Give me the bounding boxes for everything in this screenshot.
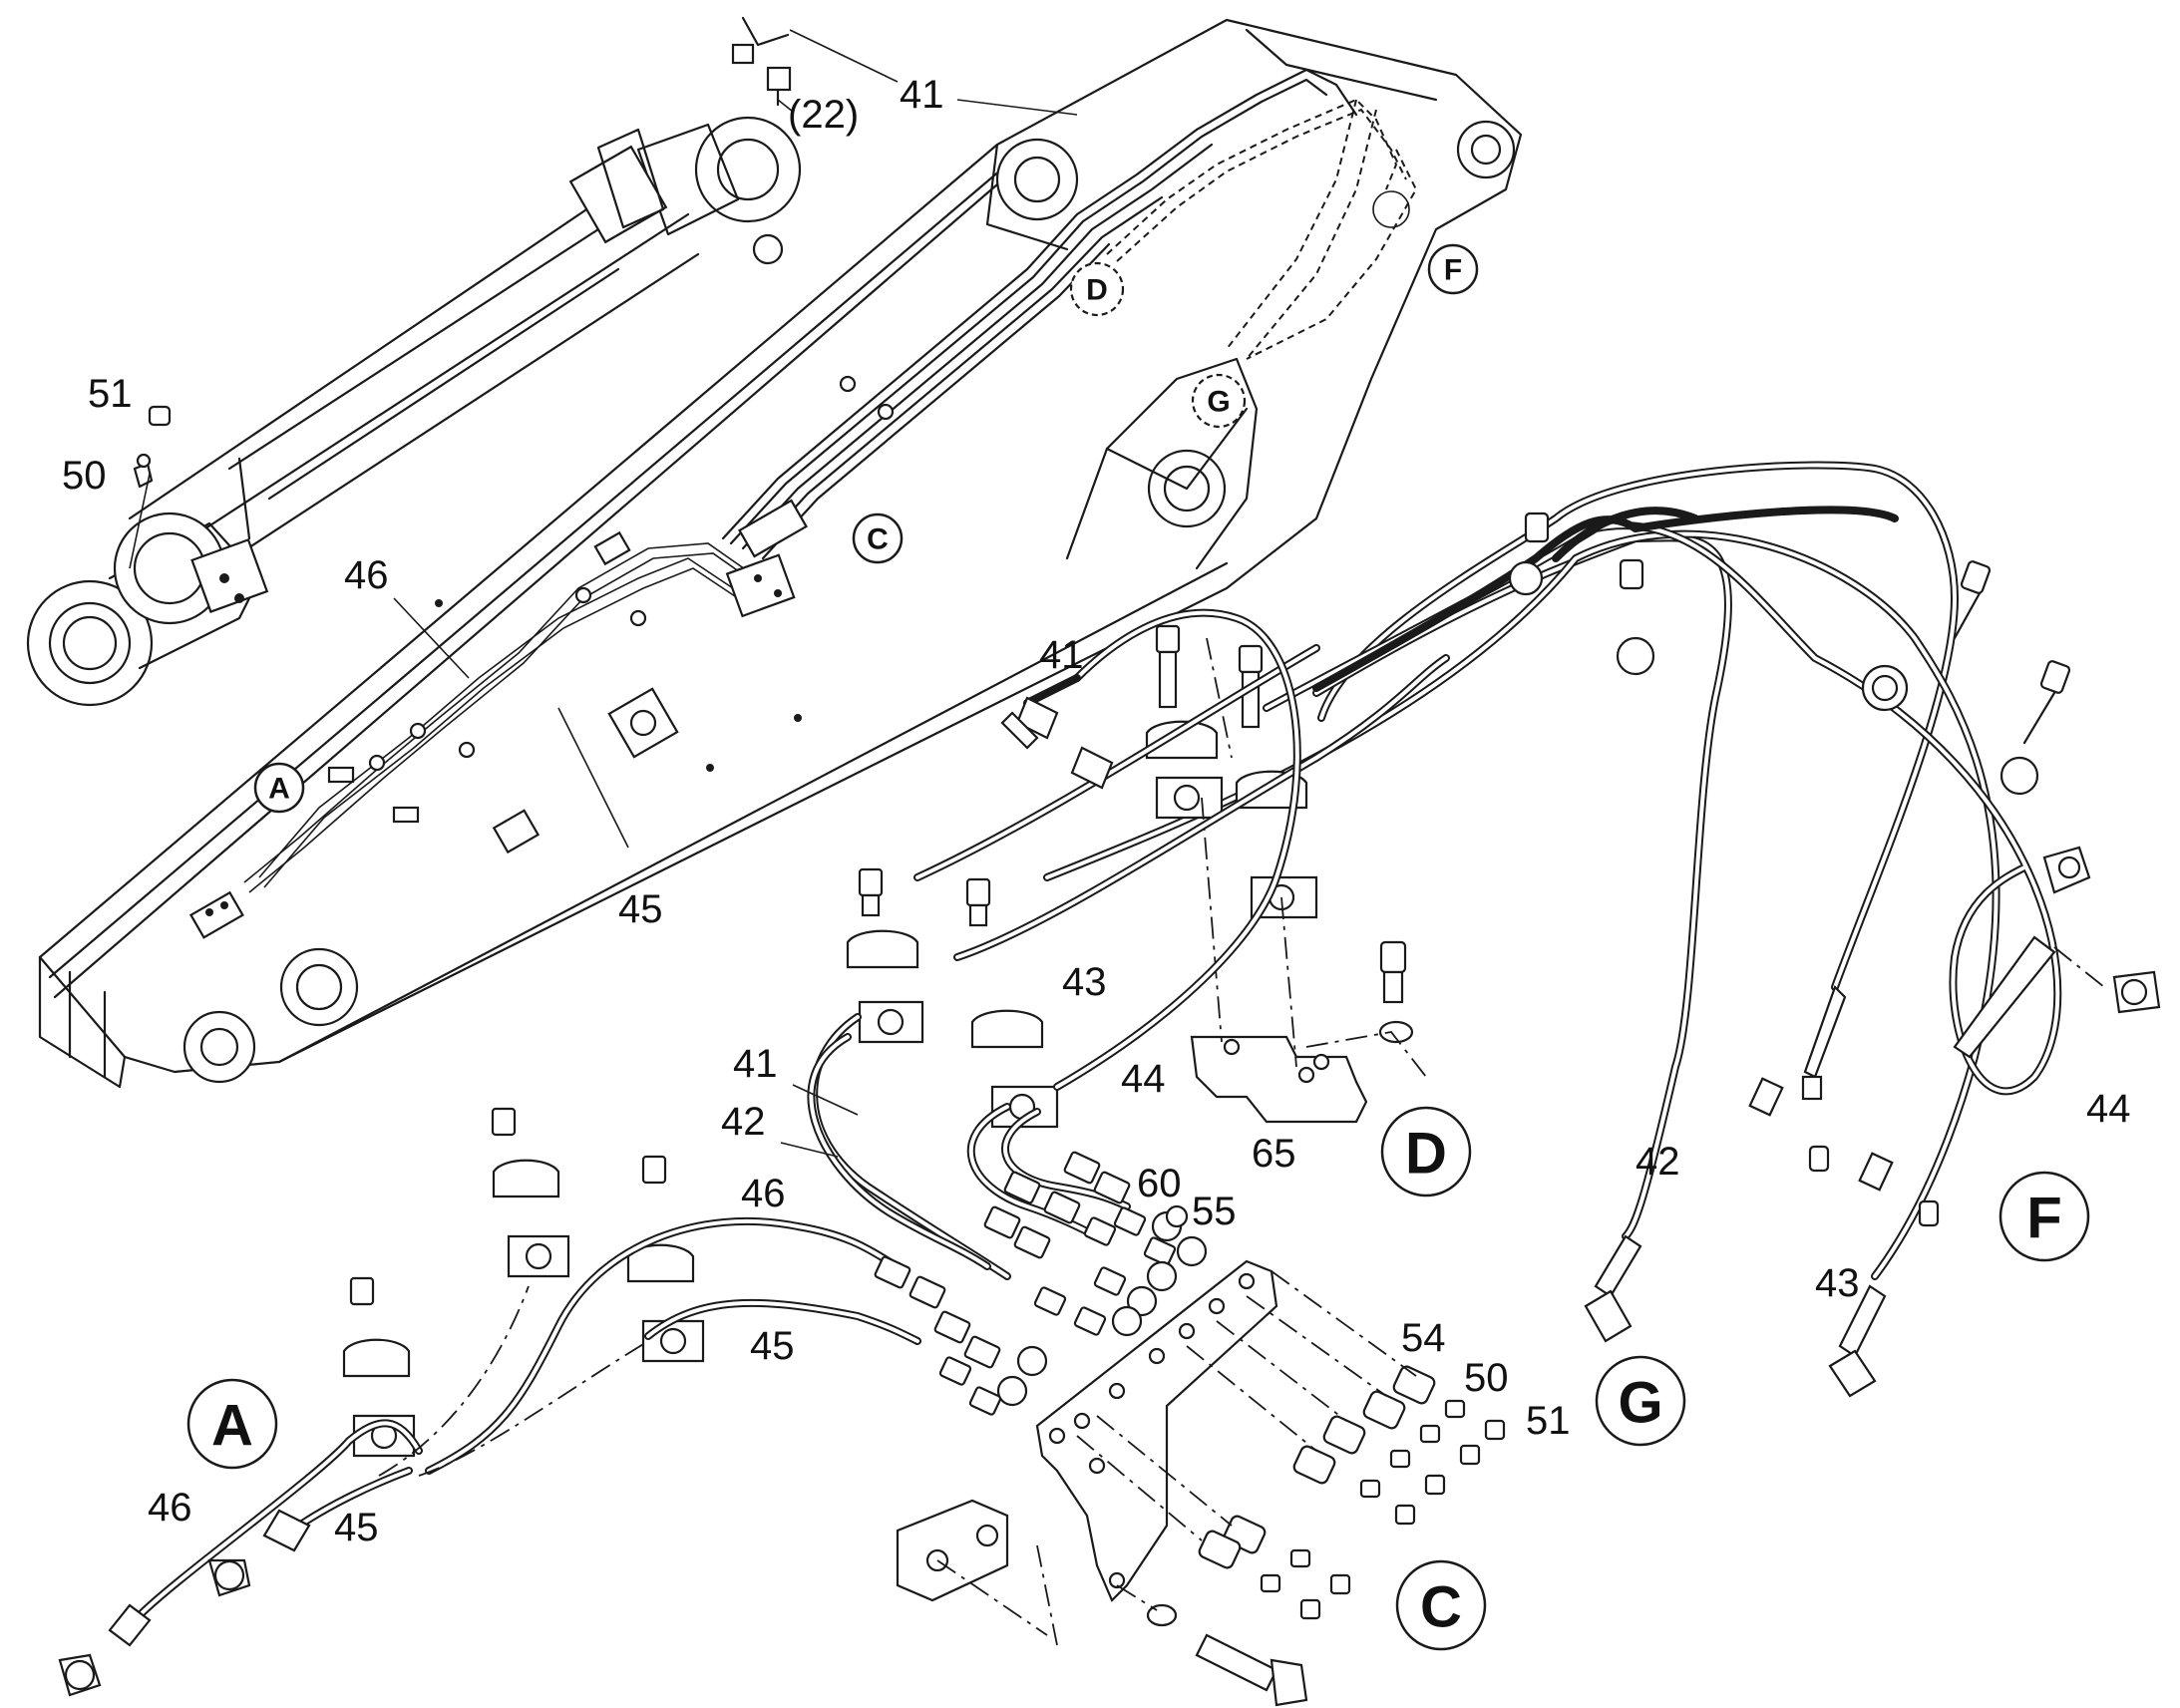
boom-assembly xyxy=(26,16,1523,1089)
leader-41-top xyxy=(789,29,899,83)
callout-50-left: 50 xyxy=(62,454,107,498)
detail-marker-G-boom: G xyxy=(1191,373,1247,429)
svg-text:C: C xyxy=(867,523,889,556)
callout-43-mid: 43 xyxy=(1062,960,1107,1004)
callout-44-mid: 44 xyxy=(1121,1057,1166,1101)
callout-41-mid: 41 xyxy=(733,1042,778,1086)
leader-50-left xyxy=(129,473,151,569)
svg-text:F: F xyxy=(1444,254,1462,287)
callout-65: 65 xyxy=(1252,1132,1296,1176)
boom-cylinder xyxy=(26,116,802,707)
callout-60: 60 xyxy=(1137,1162,1182,1205)
detail-marker-F-boom: F xyxy=(1427,243,1479,295)
callout-41-clamp: 41 xyxy=(1039,633,1084,677)
callout-22: (22) xyxy=(788,93,859,137)
callout-45-boom: 45 xyxy=(618,887,663,931)
boom-hoses xyxy=(133,16,1418,893)
callout-41-top: 41 xyxy=(900,73,944,117)
detail-marker-D-boom: D xyxy=(1069,261,1125,317)
callout-44-F: 44 xyxy=(2086,1087,2131,1131)
callout-45-A-end: 45 xyxy=(334,1506,379,1549)
svg-text:A: A xyxy=(268,773,290,806)
callout-51-left: 51 xyxy=(88,372,133,416)
detail-marker-C-boom: C xyxy=(852,512,904,564)
leader-46-boom xyxy=(393,597,470,679)
svg-text:C: C xyxy=(1420,1575,1462,1640)
detail-D-clamps xyxy=(342,624,1427,1458)
callout-42-G: 42 xyxy=(1635,1140,1680,1184)
callout-51-C: 51 xyxy=(1526,1399,1571,1443)
boom-body xyxy=(38,18,1523,1089)
callout-46-boom: 46 xyxy=(344,553,389,597)
manifold-fittings xyxy=(874,1151,1208,1416)
hose-clamps xyxy=(1508,560,2039,1192)
svg-text:G: G xyxy=(1618,1371,1662,1436)
detail-marker-A: A xyxy=(186,1378,278,1470)
svg-text:G: G xyxy=(1207,386,1230,419)
detail-markers: A C D F G A C D xyxy=(186,243,2090,1651)
detail-marker-A-boom: A xyxy=(253,762,305,814)
spacer-block xyxy=(896,1499,1009,1602)
callout-42-mid: 42 xyxy=(721,1100,766,1144)
callout-50-C: 50 xyxy=(1464,1356,1509,1400)
detail-fittings xyxy=(1524,512,2161,1398)
svg-text:A: A xyxy=(211,1394,253,1459)
leader-45-boom xyxy=(557,707,629,849)
callout-46-A: 46 xyxy=(741,1172,786,1215)
callout-43-G: 43 xyxy=(1815,1261,1860,1305)
manifold-plate xyxy=(1035,1259,1278,1602)
svg-text:D: D xyxy=(1405,1122,1447,1187)
svg-text:F: F xyxy=(2026,1187,2061,1251)
leader-41-top-b xyxy=(956,99,1078,116)
callout-54: 54 xyxy=(1401,1316,1446,1360)
detail-marker-G: G xyxy=(1595,1355,1686,1447)
callout-45-A: 45 xyxy=(750,1324,795,1368)
port-fittings-C xyxy=(1198,1365,1506,1620)
detail-marker-F: F xyxy=(1998,1171,2090,1262)
detail-marker-D: D xyxy=(1380,1106,1472,1197)
detail-marker-C: C xyxy=(1395,1559,1487,1651)
svg-text:D: D xyxy=(1086,274,1108,307)
bracket-plate-65 xyxy=(1190,1035,1368,1124)
leader-dashdot-F xyxy=(2053,946,2105,988)
detail-hoses-upper xyxy=(1043,461,2161,1398)
part-callouts: 41 (22) 51 50 46 45 41 43 41 42 44 65 60… xyxy=(62,73,2131,1549)
leader-22 xyxy=(777,99,794,113)
callout-46-A-end: 46 xyxy=(148,1486,192,1530)
detail-C-manifold xyxy=(58,608,1506,1707)
callout-55: 55 xyxy=(1192,1190,1237,1233)
